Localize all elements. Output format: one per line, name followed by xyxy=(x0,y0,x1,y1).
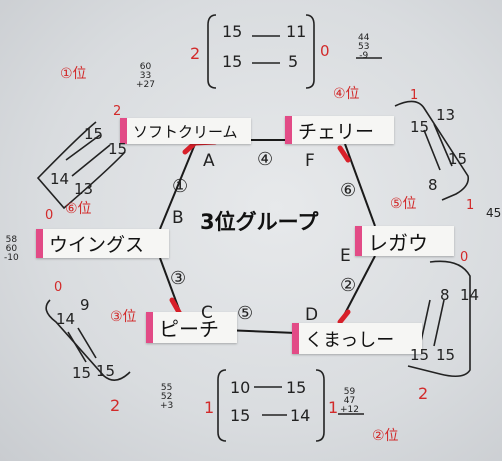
rank-kumassy: ②位 xyxy=(372,428,399,444)
rank-peach: ③位 xyxy=(110,309,137,325)
red-mark-f xyxy=(337,145,351,163)
letter-c: C xyxy=(201,303,213,323)
letter-e: E xyxy=(340,246,351,266)
sets-won: 0 xyxy=(320,42,330,60)
score: 14 xyxy=(50,170,70,188)
match-5: ⑤ xyxy=(237,303,254,324)
red-mark-d xyxy=(337,309,351,325)
score: 14 xyxy=(290,406,311,425)
sets-won: 0 xyxy=(54,280,63,295)
team-label-cherry: チェリー xyxy=(285,116,394,144)
match-1: ① xyxy=(172,176,189,197)
sets-won: 1 xyxy=(466,198,475,213)
match-6: ⑥ xyxy=(340,180,357,201)
sets-won: 2 xyxy=(110,396,121,415)
score: 15 xyxy=(108,140,128,158)
edge-e-f xyxy=(344,143,376,227)
score: 15 xyxy=(410,346,430,364)
edge-note: 45 xyxy=(486,206,502,220)
match-4: ④ xyxy=(257,149,274,170)
team-label-regau: レガウ xyxy=(355,226,454,256)
sets-won: 1 xyxy=(410,88,419,103)
sets-won: 2 xyxy=(418,384,429,403)
letter-f: F xyxy=(305,151,315,171)
team-label-soft-cream: ソフトクリーム xyxy=(120,118,251,144)
rank-wings: ⑥位 xyxy=(65,201,92,217)
red-mark-c xyxy=(169,297,183,317)
team-name: チェリー xyxy=(298,120,375,143)
match-3: ③ xyxy=(170,268,187,289)
team-label-wings: ウイングス xyxy=(36,229,169,258)
edge-a-b xyxy=(159,143,196,230)
team-name: ウイングス xyxy=(49,234,145,256)
sets-won: 0 xyxy=(460,250,469,265)
score: 15 xyxy=(72,364,92,382)
rank-regau: ⑤位 xyxy=(390,196,417,212)
rank-cherry: ④位 xyxy=(333,86,360,102)
group-title: 3位グループ xyxy=(200,210,319,234)
score: 11 xyxy=(286,22,307,41)
score: 15 xyxy=(436,346,456,364)
letter-d: D xyxy=(305,305,319,325)
team-label-kumassy: くまっしー xyxy=(292,323,422,354)
sets-won: 1 xyxy=(328,398,339,417)
sets-won: 2 xyxy=(190,44,201,63)
team-label-peach: ピーチ xyxy=(146,312,237,343)
letter-b: B xyxy=(172,208,184,228)
score: 13 xyxy=(436,106,456,124)
edge-b-c xyxy=(159,257,181,313)
score: 9 xyxy=(80,296,90,314)
score: 8 xyxy=(428,176,438,194)
score: 15 xyxy=(230,406,251,425)
score: 15 xyxy=(286,378,307,397)
team-name: レガウ xyxy=(368,230,428,255)
score: 13 xyxy=(74,180,94,198)
score: 10 xyxy=(230,378,251,397)
match-2: ② xyxy=(340,275,357,296)
team-name: ソフトクリーム xyxy=(133,122,238,141)
sets-won: 0 xyxy=(45,208,54,223)
team-name: ピーチ xyxy=(159,317,219,341)
score: 5 xyxy=(288,52,299,71)
sets-won: 1 xyxy=(204,398,215,417)
score: 15 xyxy=(448,150,468,168)
score: 15 xyxy=(96,362,116,380)
letter-a: A xyxy=(203,151,215,171)
score: 15 xyxy=(410,118,430,136)
score: 14 xyxy=(56,310,76,328)
score: 14 xyxy=(460,286,480,304)
sets-won: 2 xyxy=(113,104,122,119)
score: 8 xyxy=(440,286,450,304)
score: 15 xyxy=(84,125,104,143)
score: 15 xyxy=(222,52,243,71)
rank-soft-cream: ①位 xyxy=(60,66,87,82)
team-name: くまっしー xyxy=(305,329,395,351)
score: 15 xyxy=(222,22,243,41)
